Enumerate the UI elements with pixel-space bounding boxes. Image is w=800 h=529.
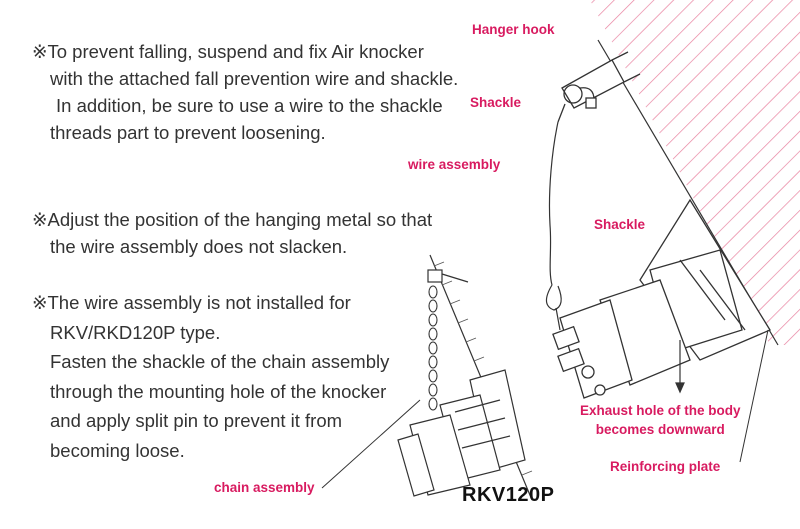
label-exhaust-hole: Exhaust hole of the body becomes downwar… (580, 401, 741, 439)
note-line: with the attached fall prevention wire a… (50, 68, 459, 89)
note-line: threads part to prevent loosening. (50, 122, 326, 143)
label-reinforcing-plate: Reinforcing plate (610, 459, 721, 474)
label-chain-assembly: chain assembly (214, 480, 315, 495)
note-adjust-position: ※Adjust the position of the hanging meta… (32, 206, 432, 260)
label-shackle-mid: Shackle (594, 217, 646, 232)
note-line: ※The wire assembly is not installed for (32, 292, 351, 313)
air-knocker-lower (397, 369, 526, 497)
note-line: In addition, be sure to use a wire to th… (56, 95, 443, 116)
chain-assembly-leader (321, 399, 421, 489)
note-line: ※To prevent falling, suspend and fix Air… (32, 41, 424, 62)
note-line: Fasten the shackle of the chain assembly (50, 351, 390, 372)
note-line: RKV/RKD120P type. (50, 321, 221, 343)
label-shackle-top: Shackle (470, 95, 522, 110)
hanger-hook (561, 51, 641, 109)
chain-assembly (428, 285, 438, 411)
label-wire-assembly: wire assembly (408, 157, 501, 172)
air-knocker-main (552, 198, 771, 399)
note-chain-assembly: ※The wire assembly is not installed for … (32, 288, 389, 465)
note-line: and apply split pin to prevent it from (50, 410, 343, 431)
shackle-top (557, 84, 597, 123)
note-line: the wire assembly does not slacken. (50, 236, 348, 257)
lower-bracket (427, 269, 469, 283)
exhaust-arrow (675, 340, 685, 394)
wire-assembly (545, 121, 562, 331)
reinforcing-plate-leader (739, 329, 769, 463)
note-fall-prevention: ※To prevent falling, suspend and fix Air… (32, 38, 458, 146)
note-line: ※Adjust the position of the hanging meta… (32, 209, 433, 230)
label-exhaust-line: Exhaust hole of the body (580, 403, 741, 418)
label-exhaust-line: becomes downward (595, 422, 725, 437)
model-name: RKV120P (462, 484, 555, 506)
note-line: through the mounting hole of the knocker (50, 380, 387, 402)
label-hanger-hook: Hanger hook (472, 22, 555, 37)
note-line: becoming loose. (50, 439, 185, 461)
